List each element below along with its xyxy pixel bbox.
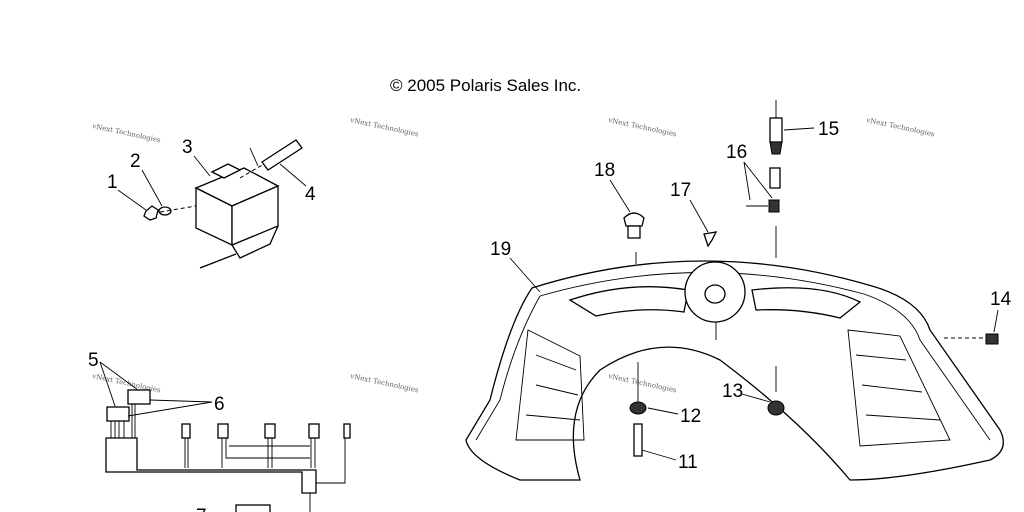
callout-5: 5: [88, 350, 99, 371]
callout-18: 18: [594, 160, 615, 181]
dash-panel: [465, 226, 1004, 481]
callout-16: 16: [726, 142, 747, 163]
callout-11: 11: [678, 452, 698, 473]
watermark: vNext Technologies: [607, 116, 678, 139]
callout-14: 14: [990, 289, 1012, 310]
callout-3: 3: [182, 137, 193, 158]
callout-4: 4: [305, 184, 316, 205]
callout-7: 7: [196, 506, 207, 512]
watermark: vNext Technologies: [865, 116, 936, 139]
screw: [944, 333, 999, 345]
copyright-text: © 2005 Polaris Sales Inc.: [390, 76, 581, 95]
callout-1: 1: [107, 172, 118, 193]
watermark: vNext Technologies: [91, 372, 162, 395]
wiring-harness: [105, 389, 351, 512]
nut: [767, 366, 785, 416]
clip: [703, 231, 718, 248]
watermark: vNext Technologies: [349, 116, 420, 139]
callout-15: 15: [818, 119, 839, 140]
callout-17: 17: [670, 180, 691, 201]
callout-12: 12: [680, 406, 701, 427]
callout-6: 6: [214, 394, 225, 415]
bulb-socket: [746, 100, 783, 213]
callout-13: 13: [722, 381, 743, 402]
callout-19: 19: [490, 239, 511, 260]
callout-2: 2: [130, 151, 141, 172]
watermark: vNext Technologies: [349, 372, 420, 395]
grommet: [623, 212, 645, 239]
watermark: vNext Technologies: [91, 122, 162, 145]
watermark: vNext Technologies: [607, 372, 678, 395]
cdi-module: [143, 139, 303, 269]
nut-bolt: [629, 362, 647, 457]
